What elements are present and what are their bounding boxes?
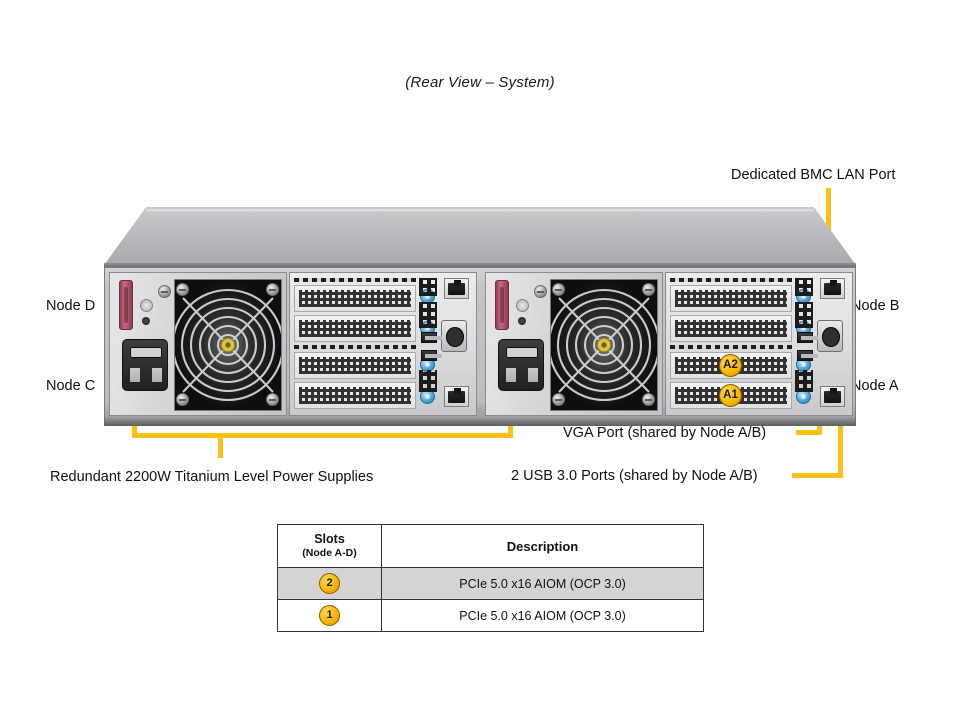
callout-usb-ports: 2 USB 3.0 Ports (shared by Node A/B): [511, 468, 758, 484]
table-row: 2 PCIe 5.0 x16 AIOM (OCP 3.0): [277, 567, 704, 600]
power-supply-left: [109, 272, 287, 416]
lan-port-c[interactable]: [444, 386, 469, 407]
expansion-bracket-d1: [294, 285, 416, 312]
callout-vga-port: VGA Port (shared by Node A/B): [563, 425, 767, 441]
psu-screw-right-top: [534, 285, 547, 298]
lan-port-d[interactable]: [444, 278, 469, 299]
table-cell-slot-1: 1: [277, 599, 382, 632]
io-led-grid-left-mid: [419, 302, 437, 328]
psu-handle-right[interactable]: [495, 280, 509, 330]
io-led-grid-left-bot: [419, 370, 437, 392]
dedicated-bmc-lan-port[interactable]: [820, 278, 845, 299]
chassis-base-rail: [104, 417, 856, 426]
chassis-lid: [104, 207, 856, 265]
psu-fan-screw-rt: [266, 283, 279, 296]
callout-power-supplies: Redundant 2200W Titanium Level Power Sup…: [50, 469, 374, 485]
psu-fan-screw-rt2: [642, 283, 655, 296]
node-label-c: Node C: [46, 378, 96, 394]
expansion-bracket-d2: [294, 315, 416, 342]
table-header-slots-line2: (Node A-D): [302, 547, 357, 559]
chassis-half-left: [109, 272, 477, 416]
chassis-rear-face: A2 A1: [104, 267, 856, 419]
slot-badge-a1: A1: [719, 384, 742, 407]
io-led-grid-right-top: [795, 278, 813, 296]
chassis-lid-lip: [104, 263, 856, 267]
psu-handle-left[interactable]: [119, 280, 133, 330]
usb-port-left-2[interactable]: [421, 350, 442, 361]
expansion-bracket-c2: [294, 382, 416, 409]
table-header-row: Slots (Node A-D) Description: [277, 524, 704, 568]
psu-indicator-left: [140, 299, 153, 312]
psu-power-inlet-right[interactable]: [498, 339, 544, 391]
psu-fan-screw-rt1: [552, 283, 565, 296]
io-cluster-left: [419, 276, 473, 414]
psu-fan-right: [550, 279, 658, 411]
io-led-grid-left-top: [419, 278, 437, 296]
psu-fan-screw-lt: [176, 283, 189, 296]
table-header-slots-line1: Slots: [314, 532, 345, 546]
expansion-bracket-b1: [670, 285, 792, 312]
psu-fan-screw-rb2: [642, 393, 655, 406]
psu-indicator-right: [516, 299, 529, 312]
callout-bmc-lan-port: Dedicated BMC LAN Port: [731, 167, 896, 183]
table-cell-slot-2: 2: [277, 567, 382, 600]
table-header-description: Description: [381, 524, 704, 568]
psu-fan-left: [174, 279, 282, 411]
psu-fan-screw-rb: [266, 393, 279, 406]
node-vent-strip-mid-left: [294, 345, 416, 349]
leader-line-vga-horizontal: [796, 430, 822, 435]
node-io-panel-right: A2 A1: [665, 272, 853, 416]
chassis-half-right: A2 A1: [485, 272, 853, 416]
io-led-grid-right-mid: [795, 302, 813, 328]
psu-screw-left-top: [158, 285, 171, 298]
usb-port-left-1[interactable]: [421, 332, 442, 343]
psu-fan-screw-rb1: [552, 393, 565, 406]
node-vent-strip-mid-right: [670, 345, 792, 349]
vga-port-shared-ab[interactable]: [817, 320, 843, 352]
node-label-b: Node B: [851, 298, 900, 314]
psu-fan-screw-lb: [176, 393, 189, 406]
node-io-panel-left: [289, 272, 477, 416]
usb-3-port-1[interactable]: [797, 332, 818, 343]
vga-port-left[interactable]: [441, 320, 467, 352]
slot-badge-a2: A2: [719, 354, 742, 377]
table-cell-desc-1: PCIe 5.0 x16 AIOM (OCP 3.0): [381, 599, 704, 632]
slot-badge-2: 2: [319, 573, 340, 594]
slot-badge-1: 1: [319, 605, 340, 626]
node-label-d: Node D: [46, 298, 96, 314]
io-led-grid-right-bot: [795, 370, 813, 392]
table-cell-desc-2: PCIe 5.0 x16 AIOM (OCP 3.0): [381, 567, 704, 600]
leader-line-usb-horizontal: [792, 473, 843, 478]
psu-led-left: [142, 317, 150, 325]
node-vent-strip-top-right: [670, 278, 792, 282]
page-title: (Rear View – System): [405, 74, 555, 91]
power-supply-right: [485, 272, 663, 416]
expansion-bracket-c1: [294, 352, 416, 379]
psu-led-right: [518, 317, 526, 325]
usb-3-port-2[interactable]: [797, 350, 818, 361]
table-header-slots: Slots (Node A-D): [277, 524, 382, 568]
io-cluster-right: [795, 276, 849, 414]
psu-power-inlet-left[interactable]: [122, 339, 168, 391]
expansion-bracket-b2: [670, 315, 792, 342]
leader-line-psu-stem: [218, 433, 223, 458]
node-label-a: Node A: [851, 378, 899, 394]
lan-port-a[interactable]: [820, 386, 845, 407]
leader-line-psu-horizontal: [132, 433, 513, 438]
server-chassis-rear: A2 A1: [104, 207, 856, 426]
table-row: 1 PCIe 5.0 x16 AIOM (OCP 3.0): [277, 599, 704, 632]
slots-table: Slots (Node A-D) Description 2 PCIe 5.0 …: [277, 524, 704, 632]
psu-fan-grille-left: [175, 280, 281, 410]
node-vent-strip-top-left: [294, 278, 416, 282]
psu-fan-grille-right: [551, 280, 657, 410]
